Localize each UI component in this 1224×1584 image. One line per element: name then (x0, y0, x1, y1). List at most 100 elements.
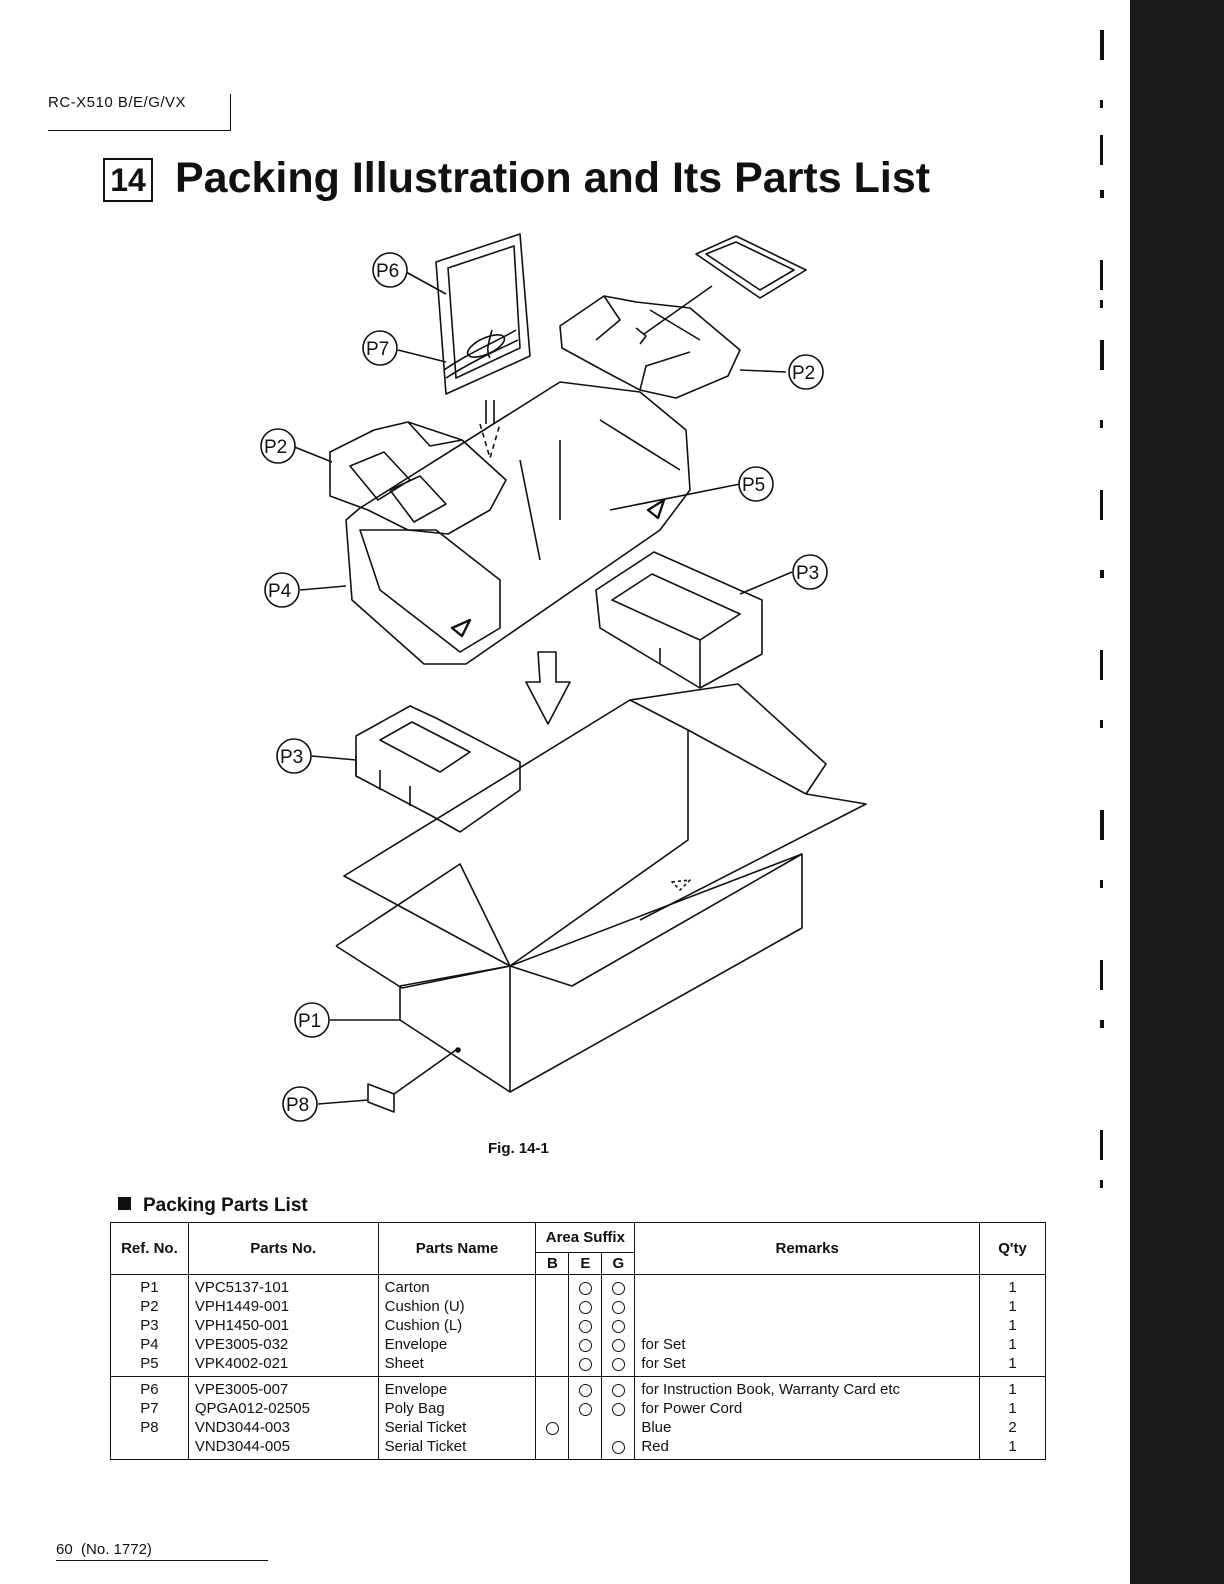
area-mark (542, 1399, 562, 1418)
part-no-text: QPGA012-02505 (194, 1400, 310, 1417)
ref-text: P1 (140, 1279, 159, 1296)
callout-p5: P5 (738, 466, 774, 502)
name-text: Serial Ticket (384, 1438, 467, 1455)
callout-p8: P8 (282, 1086, 318, 1122)
header-area-b: B (535, 1252, 570, 1275)
header-area-e: E (568, 1252, 603, 1275)
header-ref-no: Ref. No. (110, 1222, 189, 1275)
callout-p7: P7 (362, 330, 398, 366)
ref-text: P3 (140, 1317, 159, 1334)
qty-text: 1 (1008, 1279, 1017, 1296)
callout-p1: P1 (294, 1002, 330, 1038)
part-no-text: VPE3005-007 (194, 1381, 289, 1398)
page-footer: 60 (No. 1772) (56, 1541, 152, 1558)
area-mark (608, 1316, 628, 1335)
svg-text:P2: P2 (792, 363, 815, 384)
circle-mark-icon (611, 1338, 625, 1352)
parts-list-heading: Packing Parts List (118, 1195, 308, 1217)
cushion-lower-right (595, 551, 763, 689)
area-mark (608, 1354, 628, 1373)
document-number: (No. 1772) (81, 1541, 152, 1558)
qty-text: 1 (1008, 1381, 1017, 1398)
area-mark (575, 1316, 595, 1335)
remarks-text: Red (641, 1438, 669, 1455)
ref-text: P6 (140, 1381, 159, 1398)
packing-illustration: P6 P7 P2 P2 P5 P4 P3 P3 P1 P8 (260, 233, 867, 1122)
scan-mark (1100, 1130, 1103, 1160)
cushion-upper-right (559, 295, 741, 399)
circle-mark-icon (578, 1300, 592, 1314)
scan-edge-strip (1130, 0, 1224, 1584)
scan-mark (1100, 650, 1103, 680)
area-mark (542, 1316, 562, 1335)
area-e-cell (568, 1376, 603, 1460)
remarks-text: for Set (641, 1355, 686, 1372)
svg-text:P2: P2 (264, 437, 287, 458)
scan-mark (1100, 570, 1104, 578)
area-g-cell (601, 1376, 636, 1460)
callout-p3-right: P3 (792, 554, 828, 590)
area-mark (608, 1278, 628, 1297)
area-mark (575, 1418, 595, 1437)
down-arrow (525, 651, 571, 725)
name-text: Serial Ticket (384, 1419, 467, 1436)
ref-text: P8 (140, 1419, 159, 1436)
ref-text (117, 1437, 182, 1456)
set-wrapped (345, 381, 691, 665)
area-mark (542, 1297, 562, 1316)
svg-text:P3: P3 (796, 563, 819, 584)
area-mark (575, 1380, 595, 1399)
square-bullet-icon (118, 1197, 131, 1210)
scan-mark (1100, 960, 1103, 990)
scan-mark (1100, 30, 1104, 60)
circle-mark-icon (578, 1338, 592, 1352)
area-mark (575, 1354, 595, 1373)
circle-mark-icon (611, 1281, 625, 1295)
area-mark (542, 1418, 562, 1437)
cushion-upper-left (329, 421, 507, 535)
part-no-text: VPK4002-021 (194, 1355, 289, 1372)
scan-mark (1100, 100, 1103, 108)
area-mark (542, 1278, 562, 1297)
name-text: Envelope (384, 1381, 448, 1398)
page-title: Packing Illustration and Its Parts List (175, 154, 931, 202)
area-mark (542, 1380, 562, 1399)
scan-mark (1100, 300, 1103, 308)
model-number-box: RC-X510 B/E/G/VX (48, 94, 231, 131)
header-qty: Q'ty (979, 1222, 1046, 1275)
name-text: Poly Bag (384, 1400, 445, 1417)
part-no-text: VND3044-003 (194, 1419, 290, 1436)
qty-text: 2 (1008, 1419, 1017, 1436)
scan-mark (1100, 135, 1103, 165)
circle-mark-icon (611, 1440, 625, 1454)
circle-mark-icon (611, 1300, 625, 1314)
area-mark (575, 1297, 595, 1316)
serial-ticket (367, 1083, 395, 1113)
envelope-p6-shape (435, 233, 531, 395)
area-mark (608, 1335, 628, 1354)
scan-mark (1100, 420, 1103, 428)
name-text: Cushion (L) (384, 1317, 463, 1334)
circle-mark-icon (611, 1383, 625, 1397)
ref-text: P4 (140, 1336, 159, 1353)
area-mark (575, 1399, 595, 1418)
circle-mark-icon (578, 1402, 592, 1416)
name-text: Sheet (384, 1355, 424, 1372)
remarks-text: for Power Cord (641, 1400, 743, 1417)
circle-mark-icon (578, 1281, 592, 1295)
area-mark (542, 1354, 562, 1373)
scan-mark (1100, 810, 1104, 840)
ref-text: P5 (140, 1355, 159, 1372)
circle-mark-icon (578, 1383, 592, 1397)
scan-mark (1100, 490, 1103, 520)
callout-p2-left: P2 (260, 428, 296, 464)
callout-p4: P4 (264, 572, 300, 608)
